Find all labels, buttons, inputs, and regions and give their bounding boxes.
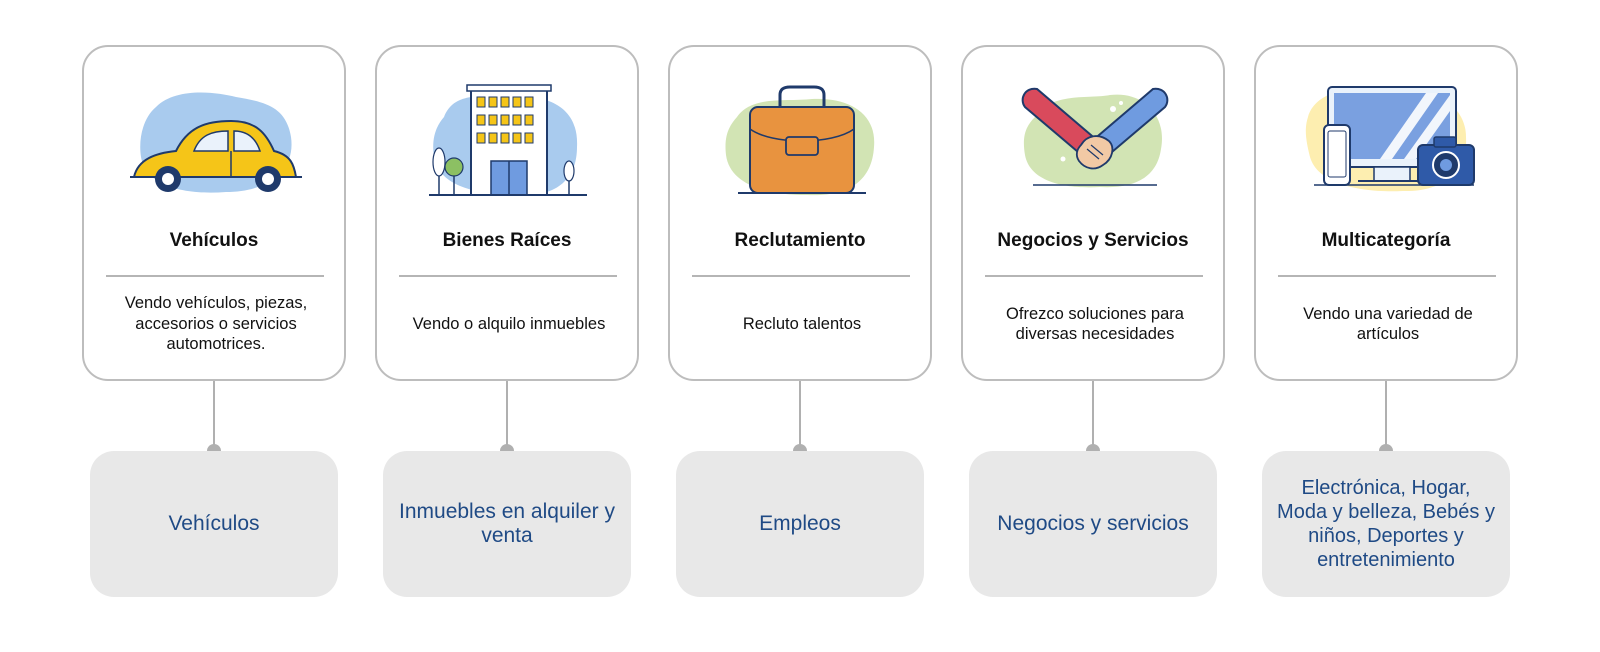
- connector-line: [506, 381, 508, 451]
- column-vehiculos: Vehículos Vendo vehículos, piezas, acces…: [82, 0, 346, 652]
- card-description: Vendo una variedad de artículos: [1303, 304, 1473, 344]
- electronics-icon: [1288, 77, 1488, 207]
- category-card-negocios[interactable]: Negocios y Servicios Ofrezco soluciones …: [961, 45, 1225, 381]
- card-description: Vendo o alquilo inmuebles: [412, 314, 606, 333]
- category-card-vehiculos[interactable]: Vehículos Vendo vehículos, piezas, acces…: [82, 45, 346, 381]
- divider: [106, 275, 324, 277]
- tag-label: Inmuebles en alquiler y venta: [399, 499, 615, 548]
- category-tag-multicategoria[interactable]: Electrónica, Hogar, Moda y belleza, Bebé…: [1262, 451, 1510, 597]
- card-title: Bienes Raíces: [442, 230, 572, 251]
- divider: [399, 275, 617, 277]
- card-description: Ofrezco soluciones para diversas necesid…: [1006, 304, 1184, 344]
- building-icon: [409, 77, 609, 207]
- card-title: Multicategoría: [1321, 230, 1451, 251]
- card-title: Vehículos: [169, 230, 259, 251]
- tag-label: Empleos: [759, 511, 841, 535]
- card-title: Reclutamiento: [734, 230, 866, 251]
- column-multicategoria: Multicategoría Vendo una variedad de art…: [1254, 0, 1518, 652]
- divider: [985, 275, 1203, 277]
- column-reclutamiento: Reclutamiento Recluto talentos Empleos: [668, 0, 932, 652]
- connector-line: [1092, 381, 1094, 451]
- tag-label: Negocios y servicios: [997, 511, 1189, 535]
- column-bienes-raices: Bienes Raíces Vendo o alquilo inmuebles …: [375, 0, 639, 652]
- category-tag-vehiculos[interactable]: Vehículos: [90, 451, 338, 597]
- category-tag-empleos[interactable]: Empleos: [676, 451, 924, 597]
- connector-line: [799, 381, 801, 451]
- category-tag-inmuebles[interactable]: Inmuebles en alquiler y venta: [383, 451, 631, 597]
- category-card-bienes-raices[interactable]: Bienes Raíces Vendo o alquilo inmuebles: [375, 45, 639, 381]
- handshake-icon: [995, 77, 1195, 207]
- divider: [692, 275, 910, 277]
- card-description: Vendo vehículos, piezas, accesorios o se…: [124, 294, 308, 354]
- card-title: Negocios y Servicios: [997, 230, 1189, 251]
- divider: [1278, 275, 1496, 277]
- card-description: Recluto talentos: [742, 314, 862, 333]
- tag-label: Vehículos: [168, 511, 260, 535]
- column-negocios: Negocios y Servicios Ofrezco soluciones …: [961, 0, 1225, 652]
- car-icon: [116, 77, 316, 207]
- tag-label: Electrónica, Hogar, Moda y belleza, Bebé…: [1277, 477, 1495, 571]
- category-card-reclutamiento[interactable]: Reclutamiento Recluto talentos: [668, 45, 932, 381]
- briefcase-icon: [702, 77, 902, 207]
- connector-line: [1385, 381, 1387, 451]
- category-tag-negocios[interactable]: Negocios y servicios: [969, 451, 1217, 597]
- connector-line: [213, 381, 215, 451]
- category-card-multicategoria[interactable]: Multicategoría Vendo una variedad de art…: [1254, 45, 1518, 381]
